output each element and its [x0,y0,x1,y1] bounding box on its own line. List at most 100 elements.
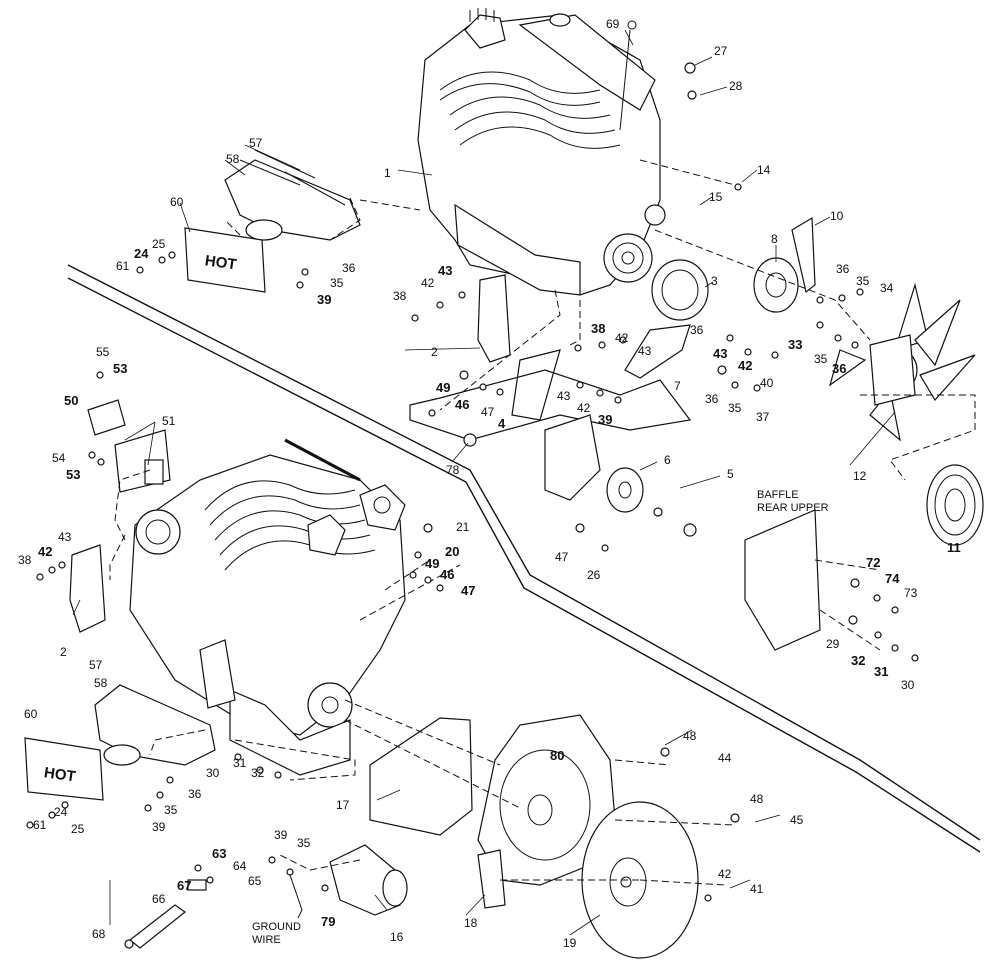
hot-label: HOT [204,252,238,273]
callout-43: 43 [438,263,452,278]
callout-27: 27 [714,44,728,58]
callout-36: 36 [188,787,202,801]
callout-30: 30 [206,766,220,780]
callout-36: 36 [836,262,850,276]
callout-31: 31 [233,756,247,770]
ignition-module [87,399,171,493]
callout-14: 14 [757,163,771,177]
callout-42: 42 [738,358,752,373]
callout-19: 19 [563,936,577,950]
callout-74: 74 [885,571,900,586]
callout-10: 10 [830,209,844,223]
callout-47: 47 [481,405,495,419]
callout-42: 42 [615,331,629,345]
callout-35: 35 [164,803,178,817]
callout-37: 37 [756,410,770,424]
upper-pulleys [544,216,816,513]
callout-51: 51 [162,414,176,428]
callout-45: 45 [790,813,804,827]
callout-57: 57 [89,658,103,672]
starter-motor [329,844,408,916]
callout-47: 47 [555,550,569,564]
callout-36: 36 [342,261,356,275]
bellhousing-adapter [477,714,616,909]
callout-43: 43 [557,389,571,403]
callout-36: 36 [705,392,719,406]
callout-5: 5 [727,467,734,481]
callout-57: 57 [249,136,263,150]
callout-48: 48 [683,729,697,743]
baffle-label-line1: BAFFLE [757,489,799,501]
callout-44: 44 [718,751,732,765]
callout-32: 32 [851,653,865,668]
callout-26: 26 [587,568,601,582]
callout-3: 3 [711,274,718,288]
callout-69: 69 [606,17,620,31]
callout-35: 35 [297,836,311,850]
callout-7: 7 [674,379,681,393]
callout-1: 1 [384,166,391,180]
callout-78: 78 [446,463,460,477]
callout-58: 58 [94,676,108,690]
callout-39: 39 [274,828,288,842]
callout-38: 38 [393,289,407,303]
callout-15: 15 [709,190,723,204]
callout-4: 4 [498,416,506,431]
callout-80: 80 [550,748,564,763]
callout-68: 68 [92,927,106,941]
hot-label-lower: HOT [43,764,77,785]
callout-41: 41 [750,882,764,896]
intake-runners [439,71,621,149]
callout-2: 2 [60,645,67,659]
callout-58: 58 [226,152,240,166]
callout-20: 20 [445,544,459,559]
callout-24: 24 [134,246,149,261]
callout-8: 8 [771,232,778,246]
callout-31: 31 [874,664,888,679]
callout-36: 36 [832,361,846,376]
callout-50: 50 [64,393,78,408]
lower-exhaust-manifold [94,684,216,766]
callout-30: 30 [901,678,915,692]
callout-38: 38 [591,321,605,336]
callout-29: 29 [826,637,840,651]
oil-pressure-sender: GROUND WIRE [129,874,303,949]
callout-66: 66 [152,892,166,906]
ground-wire-line2: WIRE [252,934,281,946]
callout-61: 61 [116,259,130,273]
callout-48: 48 [750,792,764,806]
callout-38: 38 [18,553,32,567]
callout-42: 42 [421,276,435,290]
callout-72: 72 [866,555,880,570]
assembly-lines [109,159,976,886]
callout-11: 11 [947,540,961,555]
callout-47: 47 [461,583,475,598]
cooling-fan [828,282,976,442]
callout-35: 35 [856,274,870,288]
callout-6: 6 [664,453,671,467]
lower-bracket [69,544,106,633]
callout-79: 79 [321,914,335,929]
callout-24: 24 [54,805,68,819]
upper-brackets [409,274,692,441]
upper-engine-assembly [417,8,666,296]
callout-35: 35 [330,276,344,290]
upper-exhaust-manifold [224,149,361,241]
callout-46: 46 [455,397,469,412]
flywheel-cover [369,717,473,836]
fan-clutch [926,464,984,546]
callout-25: 25 [71,822,85,836]
callout-54: 54 [52,451,66,465]
callout-28: 28 [729,79,743,93]
callout-60: 60 [170,195,184,209]
callout-39: 39 [152,820,166,834]
baffle-label-line2: REAR UPPER [757,502,829,514]
callout-53: 53 [113,361,127,376]
callout-40: 40 [760,376,774,390]
callout-46: 46 [440,567,454,582]
callout-12: 12 [853,469,867,483]
callout-21: 21 [456,520,470,534]
lower-engine-assembly [129,438,406,776]
